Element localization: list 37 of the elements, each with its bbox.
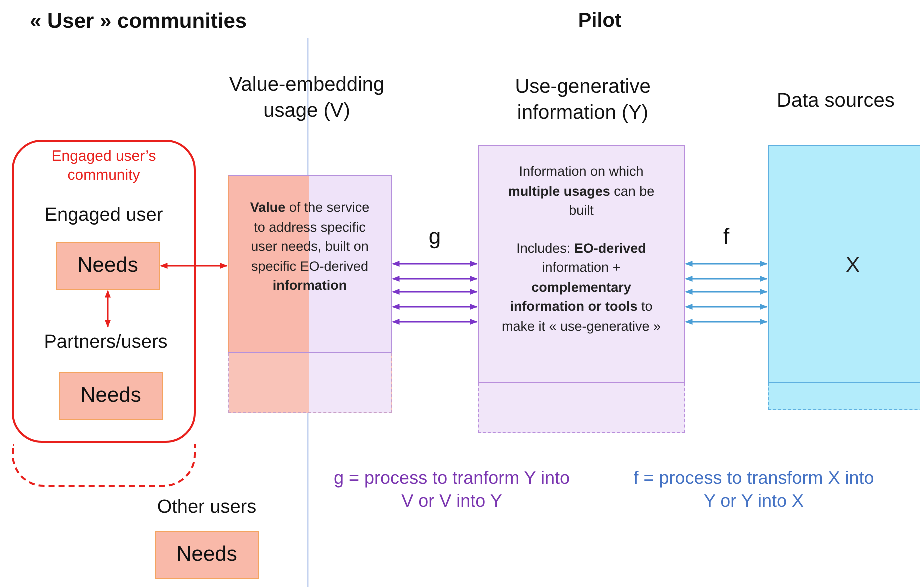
dashed-extension-box — [228, 353, 392, 413]
process-note: f = process to transform X into Y or Y into X — [632, 467, 876, 514]
process-note: g = process to tranform Y into V or V into Y — [333, 467, 571, 514]
double-arrow — [392, 289, 478, 295]
box-text: Information on which multiple usages can be built — [507, 163, 656, 220]
edge-label: g — [428, 224, 442, 250]
column-heading: Value-embedding usage (V) — [228, 73, 386, 124]
variable-label: X — [844, 253, 861, 279]
dashed-extension-box — [12, 444, 196, 487]
needs-box: Needs — [59, 372, 163, 420]
double-arrow — [685, 304, 768, 310]
group-heading: Other users — [156, 497, 258, 519]
double-arrow — [392, 261, 478, 267]
dashed-extension-box — [768, 383, 920, 410]
box-text: Includes: EO-derived information + complementary information or tools to make it « use-generative » — [500, 240, 662, 336]
edge-label: f — [722, 224, 731, 250]
dashed-extension-box — [478, 383, 685, 433]
double-arrow — [685, 276, 768, 282]
double-arrow — [392, 304, 478, 310]
column-heading: Data sources — [777, 89, 896, 114]
needs-box: Needs — [56, 242, 160, 290]
double-arrow — [160, 263, 228, 269]
section-heading: Pilot — [577, 9, 623, 34]
double-arrow — [685, 319, 768, 325]
column-heading: Use-generative information (Y) — [514, 75, 652, 126]
group-heading: Engaged user — [44, 204, 164, 228]
double-arrow — [685, 261, 768, 267]
double-arrow — [392, 276, 478, 282]
community-box — [12, 140, 196, 443]
box-text: Value of the service to address specific user needs, built on specific EO-derived information — [249, 199, 371, 296]
needs-box: Needs — [155, 531, 259, 579]
group-heading: Partners/users — [16, 328, 196, 358]
double-arrow — [685, 289, 768, 295]
section-heading: « User » communities — [30, 9, 248, 35]
group-title: Engaged user’s community — [50, 148, 158, 186]
double-arrow — [105, 290, 111, 328]
double-arrow — [392, 319, 478, 325]
